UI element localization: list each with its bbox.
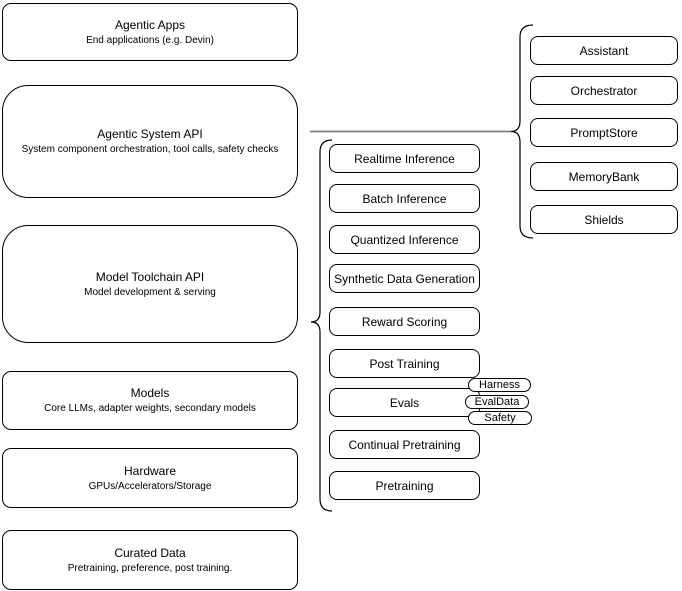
node-orchestrator: Orchestrator: [530, 76, 678, 105]
node-label: Synthetic Data Generation: [334, 271, 475, 286]
node-post-training: Post Training: [329, 349, 480, 378]
pill-evaldata: EvalData: [465, 395, 529, 409]
node-title: Agentic Apps: [114, 17, 186, 32]
node-subtitle: Pretraining, preference, post training.: [67, 562, 233, 574]
node-subtitle: Core LLMs, adapter weights, secondary mo…: [44, 403, 256, 414]
node-title: Models: [130, 386, 170, 400]
node-evals: Evals: [329, 388, 480, 417]
node-batch-inference: Batch Inference: [329, 184, 480, 213]
node-hardware: Hardware GPUs/Accelerators/Storage: [2, 448, 298, 508]
node-label: Orchestrator: [570, 83, 638, 98]
node-label: MemoryBank: [568, 169, 640, 184]
pill-label: Safety: [484, 412, 516, 424]
node-title: Hardware: [123, 463, 177, 478]
node-title: Curated Data: [114, 545, 186, 560]
node-curated-data: Curated Data Pretraining, preference, po…: [2, 530, 298, 590]
node-realtime-inference: Realtime Inference: [329, 144, 480, 173]
node-assistant: Assistant: [530, 36, 678, 65]
node-agentic-system-api: Agentic System API System component orch…: [2, 85, 298, 198]
node-label: Pretraining: [375, 478, 434, 493]
node-label: Batch Inference: [362, 191, 447, 206]
node-models: Models Core LLMs, adapter weights, secon…: [2, 371, 298, 430]
node-subtitle: End applications (e.g. Devin): [86, 34, 214, 46]
node-label: Realtime Inference: [354, 151, 455, 166]
node-label: Reward Scoring: [361, 314, 448, 329]
node-reward-scoring: Reward Scoring: [329, 307, 480, 336]
node-synthetic-data-generation: Synthetic Data Generation: [329, 264, 480, 293]
node-subtitle: Model development & serving: [84, 286, 216, 298]
pill-harness: Harness: [468, 378, 531, 392]
pill-label: Harness: [479, 379, 520, 391]
node-promptstore: PromptStore: [530, 118, 678, 147]
node-shields: Shields: [530, 205, 678, 234]
node-subtitle: System component orchestration, tool cal…: [21, 144, 279, 155]
pill-label: EvalData: [474, 396, 520, 408]
node-subtitle: GPUs/Accelerators/Storage: [88, 480, 212, 492]
node-pretraining: Pretraining: [329, 471, 480, 500]
pill-safety: Safety: [468, 411, 532, 425]
node-label: PromptStore: [570, 125, 638, 140]
node-quantized-inference: Quantized Inference: [329, 225, 480, 254]
node-label: Quantized Inference: [350, 232, 459, 247]
node-title: Model Toolchain API: [95, 269, 205, 284]
node-continual-pretraining: Continual Pretraining: [329, 430, 480, 459]
node-agentic-apps: Agentic Apps End applications (e.g. Devi…: [2, 3, 298, 61]
node-label: Post Training: [369, 356, 440, 371]
node-label: Continual Pretraining: [348, 437, 461, 452]
node-title: Agentic System API: [97, 127, 203, 141]
node-memorybank: MemoryBank: [530, 162, 678, 191]
node-label: Evals: [389, 395, 420, 410]
node-label: Assistant: [579, 43, 629, 58]
node-model-toolchain-api: Model Toolchain API Model development & …: [2, 225, 298, 343]
node-label: Shields: [584, 212, 624, 227]
